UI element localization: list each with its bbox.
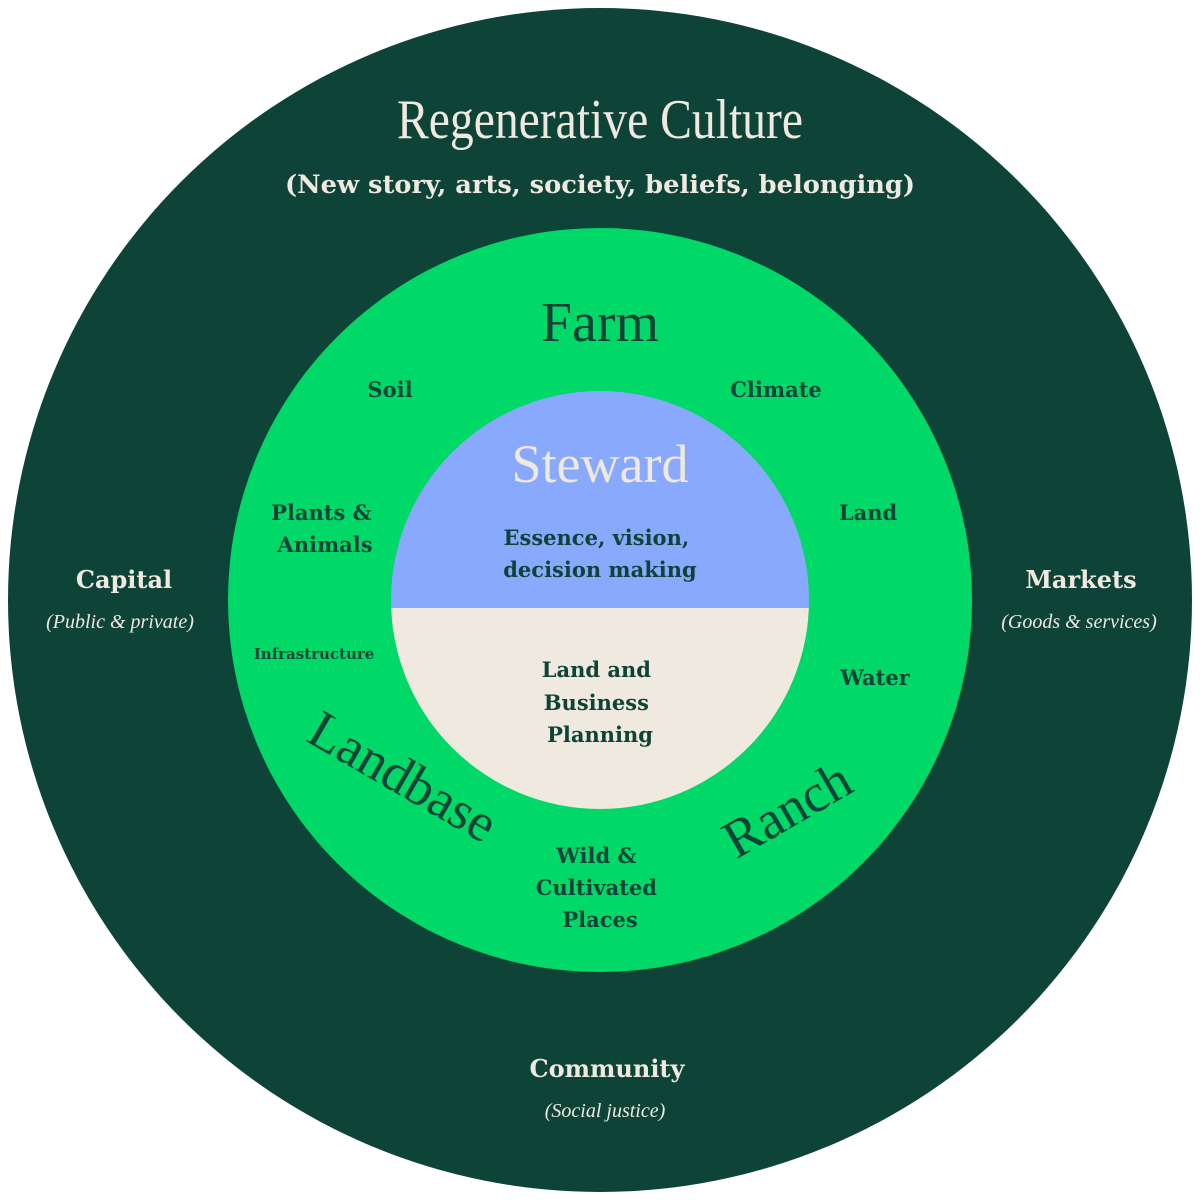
steward-title: Steward (512, 434, 689, 494)
wild-line-1: Wild & (555, 843, 636, 868)
essence-label: Essence, vision, decision making (503, 525, 697, 582)
wild-line-2: Cultivated (536, 875, 658, 900)
planning-line-3: Planning (547, 722, 653, 747)
soil-label: Soil (367, 377, 412, 402)
community-sub: (Social justice) (545, 1100, 666, 1122)
farm-label: Farm (541, 292, 659, 354)
outer-subtitle: (New story, arts, society, beliefs, belo… (285, 170, 915, 199)
outer-title: Regenerative Culture (397, 89, 803, 151)
community-label: Community (530, 1054, 686, 1083)
planning-label: Land and Business Planning (542, 657, 659, 747)
essence-line-1: Essence, vision, (504, 525, 690, 550)
wild-cultivated-label: Wild & Cultivated Places (536, 843, 665, 932)
planning-line-1: Land and (542, 657, 652, 682)
markets-label: Markets (1025, 565, 1136, 594)
water-label: Water (839, 665, 910, 690)
plants-animals-line-1: Plants & (271, 500, 371, 525)
land-label: Land (839, 500, 898, 525)
climate-label: Climate (730, 377, 822, 402)
capital-label: Capital (76, 565, 172, 594)
plants-animals-label: Plants & Animals (271, 500, 379, 557)
markets-sub: (Goods & services) (1001, 611, 1157, 633)
essence-line-2: decision making (503, 557, 697, 582)
wild-line-3: Places (562, 907, 637, 932)
plants-animals-line-2: Animals (276, 532, 372, 557)
infrastructure-label: Infrastructure (254, 645, 375, 663)
capital-sub: (Public & private) (46, 611, 194, 633)
planning-line-2: Business (544, 690, 649, 715)
